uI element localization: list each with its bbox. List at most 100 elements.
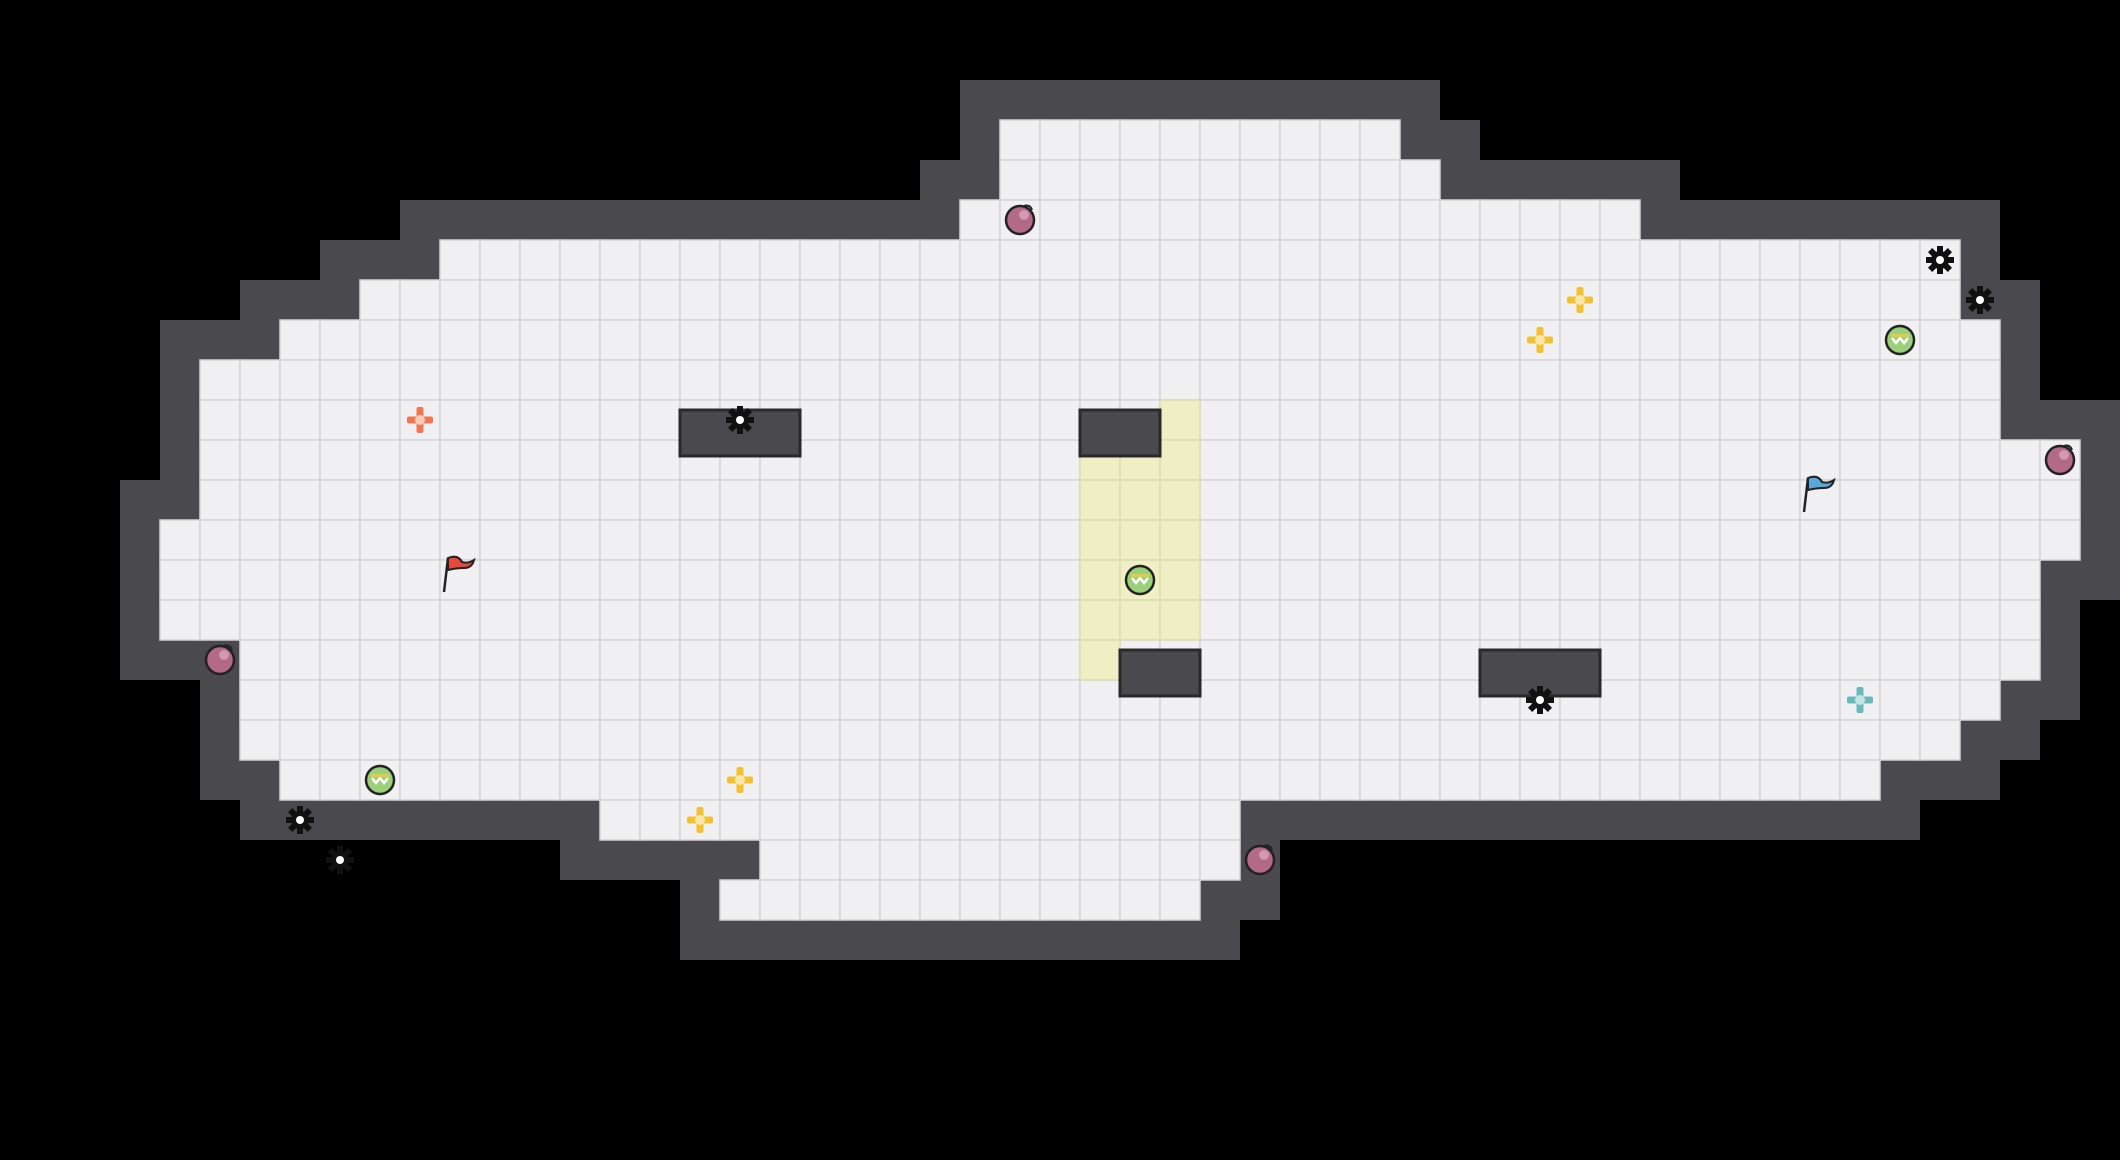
floor-tile[interactable] bbox=[959, 279, 1001, 321]
floor-tile[interactable] bbox=[1399, 399, 1441, 441]
floor-tile[interactable] bbox=[999, 239, 1041, 281]
floor-tile[interactable] bbox=[1119, 239, 1161, 281]
floor-tile[interactable] bbox=[1559, 719, 1601, 761]
floor-tile[interactable] bbox=[1199, 559, 1241, 601]
floor-tile[interactable] bbox=[679, 639, 721, 681]
floor-tile[interactable] bbox=[519, 359, 561, 401]
floor-tile[interactable] bbox=[1239, 199, 1281, 241]
floor-tile[interactable] bbox=[959, 199, 1001, 241]
floor-tile[interactable] bbox=[1119, 199, 1161, 241]
floor-tile[interactable] bbox=[1719, 279, 1761, 321]
floor-tile[interactable] bbox=[679, 759, 721, 801]
floor-tile[interactable] bbox=[1919, 679, 1961, 721]
floor-tile[interactable] bbox=[639, 239, 681, 281]
floor-tile[interactable] bbox=[1479, 359, 1521, 401]
floor-tile[interactable] bbox=[919, 279, 961, 321]
floor-tile[interactable] bbox=[999, 839, 1041, 881]
floor-tile[interactable] bbox=[639, 519, 681, 561]
floor-tile[interactable] bbox=[359, 639, 401, 681]
floor-tile[interactable] bbox=[759, 279, 801, 321]
floor-tile[interactable] bbox=[479, 679, 521, 721]
game-items[interactable] bbox=[204, 204, 2076, 876]
floor-tile[interactable] bbox=[239, 639, 281, 681]
floor-tile[interactable] bbox=[639, 719, 681, 761]
yellow-cross-icon[interactable] bbox=[687, 807, 713, 833]
floor-tile[interactable] bbox=[799, 479, 841, 521]
floor-tile[interactable] bbox=[479, 639, 521, 681]
floor-tile[interactable] bbox=[879, 439, 921, 481]
floor-tile[interactable] bbox=[1199, 239, 1241, 281]
floor-tile[interactable] bbox=[1519, 479, 1561, 521]
floor-tile[interactable] bbox=[1879, 399, 1921, 441]
floor-tile[interactable] bbox=[919, 679, 961, 721]
floor-tile[interactable] bbox=[1519, 599, 1561, 641]
floor-tile[interactable] bbox=[959, 719, 1001, 761]
floor-tile[interactable] bbox=[1999, 599, 2041, 641]
floor-tile[interactable] bbox=[1679, 359, 1721, 401]
floor-tile[interactable] bbox=[1679, 439, 1721, 481]
floor-tile[interactable] bbox=[839, 519, 881, 561]
floor-tile[interactable] bbox=[599, 559, 641, 601]
floor-tile[interactable] bbox=[1479, 519, 1521, 561]
floor-tile[interactable] bbox=[1599, 479, 1641, 521]
floor-tile[interactable] bbox=[279, 399, 321, 441]
floor-tile[interactable] bbox=[559, 239, 601, 281]
floor-tile[interactable] bbox=[1079, 319, 1121, 361]
floor-tile[interactable] bbox=[1559, 599, 1601, 641]
floor-tile[interactable] bbox=[399, 279, 441, 321]
floor-tile[interactable] bbox=[359, 679, 401, 721]
floor-tile[interactable] bbox=[479, 599, 521, 641]
floor-tile[interactable] bbox=[1279, 679, 1321, 721]
floor-tile[interactable] bbox=[1679, 519, 1721, 561]
floor-tile[interactable] bbox=[1759, 759, 1801, 801]
floor-tile[interactable] bbox=[1039, 639, 1081, 681]
floor-tile[interactable] bbox=[1479, 479, 1521, 521]
floor-tile[interactable] bbox=[519, 319, 561, 361]
floor-tile[interactable] bbox=[879, 479, 921, 521]
floor-tile[interactable] bbox=[319, 359, 361, 401]
floor-tile[interactable] bbox=[839, 439, 881, 481]
floor-tile[interactable] bbox=[479, 359, 521, 401]
floor-tile[interactable] bbox=[199, 559, 241, 601]
floor-tile[interactable] bbox=[999, 399, 1041, 441]
floor-tile[interactable] bbox=[839, 279, 881, 321]
floor-tile[interactable] bbox=[799, 759, 841, 801]
floor-tile[interactable] bbox=[239, 599, 281, 641]
floor-tile[interactable] bbox=[1239, 599, 1281, 641]
floor-tile[interactable] bbox=[1719, 519, 1761, 561]
floor-tile[interactable] bbox=[1319, 519, 1361, 561]
floor-tile[interactable] bbox=[999, 799, 1041, 841]
floor-tile[interactable] bbox=[919, 479, 961, 521]
floor-tile[interactable] bbox=[279, 319, 321, 361]
yellow-cross-icon[interactable] bbox=[1527, 327, 1553, 353]
floor-tile[interactable] bbox=[1999, 479, 2041, 521]
floor-tile[interactable] bbox=[559, 599, 601, 641]
green-gem-icon[interactable] bbox=[364, 764, 396, 796]
floor-tile[interactable] bbox=[1559, 519, 1601, 561]
floor-tile[interactable] bbox=[679, 239, 721, 281]
floor-tile[interactable] bbox=[1239, 439, 1281, 481]
floor-tile[interactable] bbox=[1799, 359, 1841, 401]
floor-tile[interactable] bbox=[1119, 839, 1161, 881]
floor-tile[interactable] bbox=[1759, 679, 1801, 721]
floor-tile[interactable] bbox=[1519, 359, 1561, 401]
floor-tile[interactable] bbox=[1679, 399, 1721, 441]
floor-tile[interactable] bbox=[919, 239, 961, 281]
floor-tile[interactable] bbox=[759, 599, 801, 641]
floor-tile[interactable] bbox=[719, 719, 761, 761]
floor-tile[interactable] bbox=[1999, 439, 2041, 481]
floor-tile[interactable] bbox=[319, 679, 361, 721]
floor-tile[interactable] bbox=[1959, 679, 2001, 721]
gear-icon[interactable] bbox=[1526, 686, 1554, 714]
floor-tile[interactable] bbox=[919, 599, 961, 641]
floor-tile[interactable] bbox=[999, 719, 1041, 761]
floor-tile[interactable] bbox=[439, 319, 481, 361]
floor-tile[interactable] bbox=[759, 679, 801, 721]
floor-tile[interactable] bbox=[719, 599, 761, 641]
floor-tile[interactable] bbox=[1959, 639, 2001, 681]
floor-tile[interactable] bbox=[1199, 199, 1241, 241]
floor-tile[interactable] bbox=[1199, 599, 1241, 641]
floor-tile[interactable] bbox=[1839, 359, 1881, 401]
floor-tile[interactable] bbox=[1839, 559, 1881, 601]
floor-tile[interactable] bbox=[999, 639, 1041, 681]
